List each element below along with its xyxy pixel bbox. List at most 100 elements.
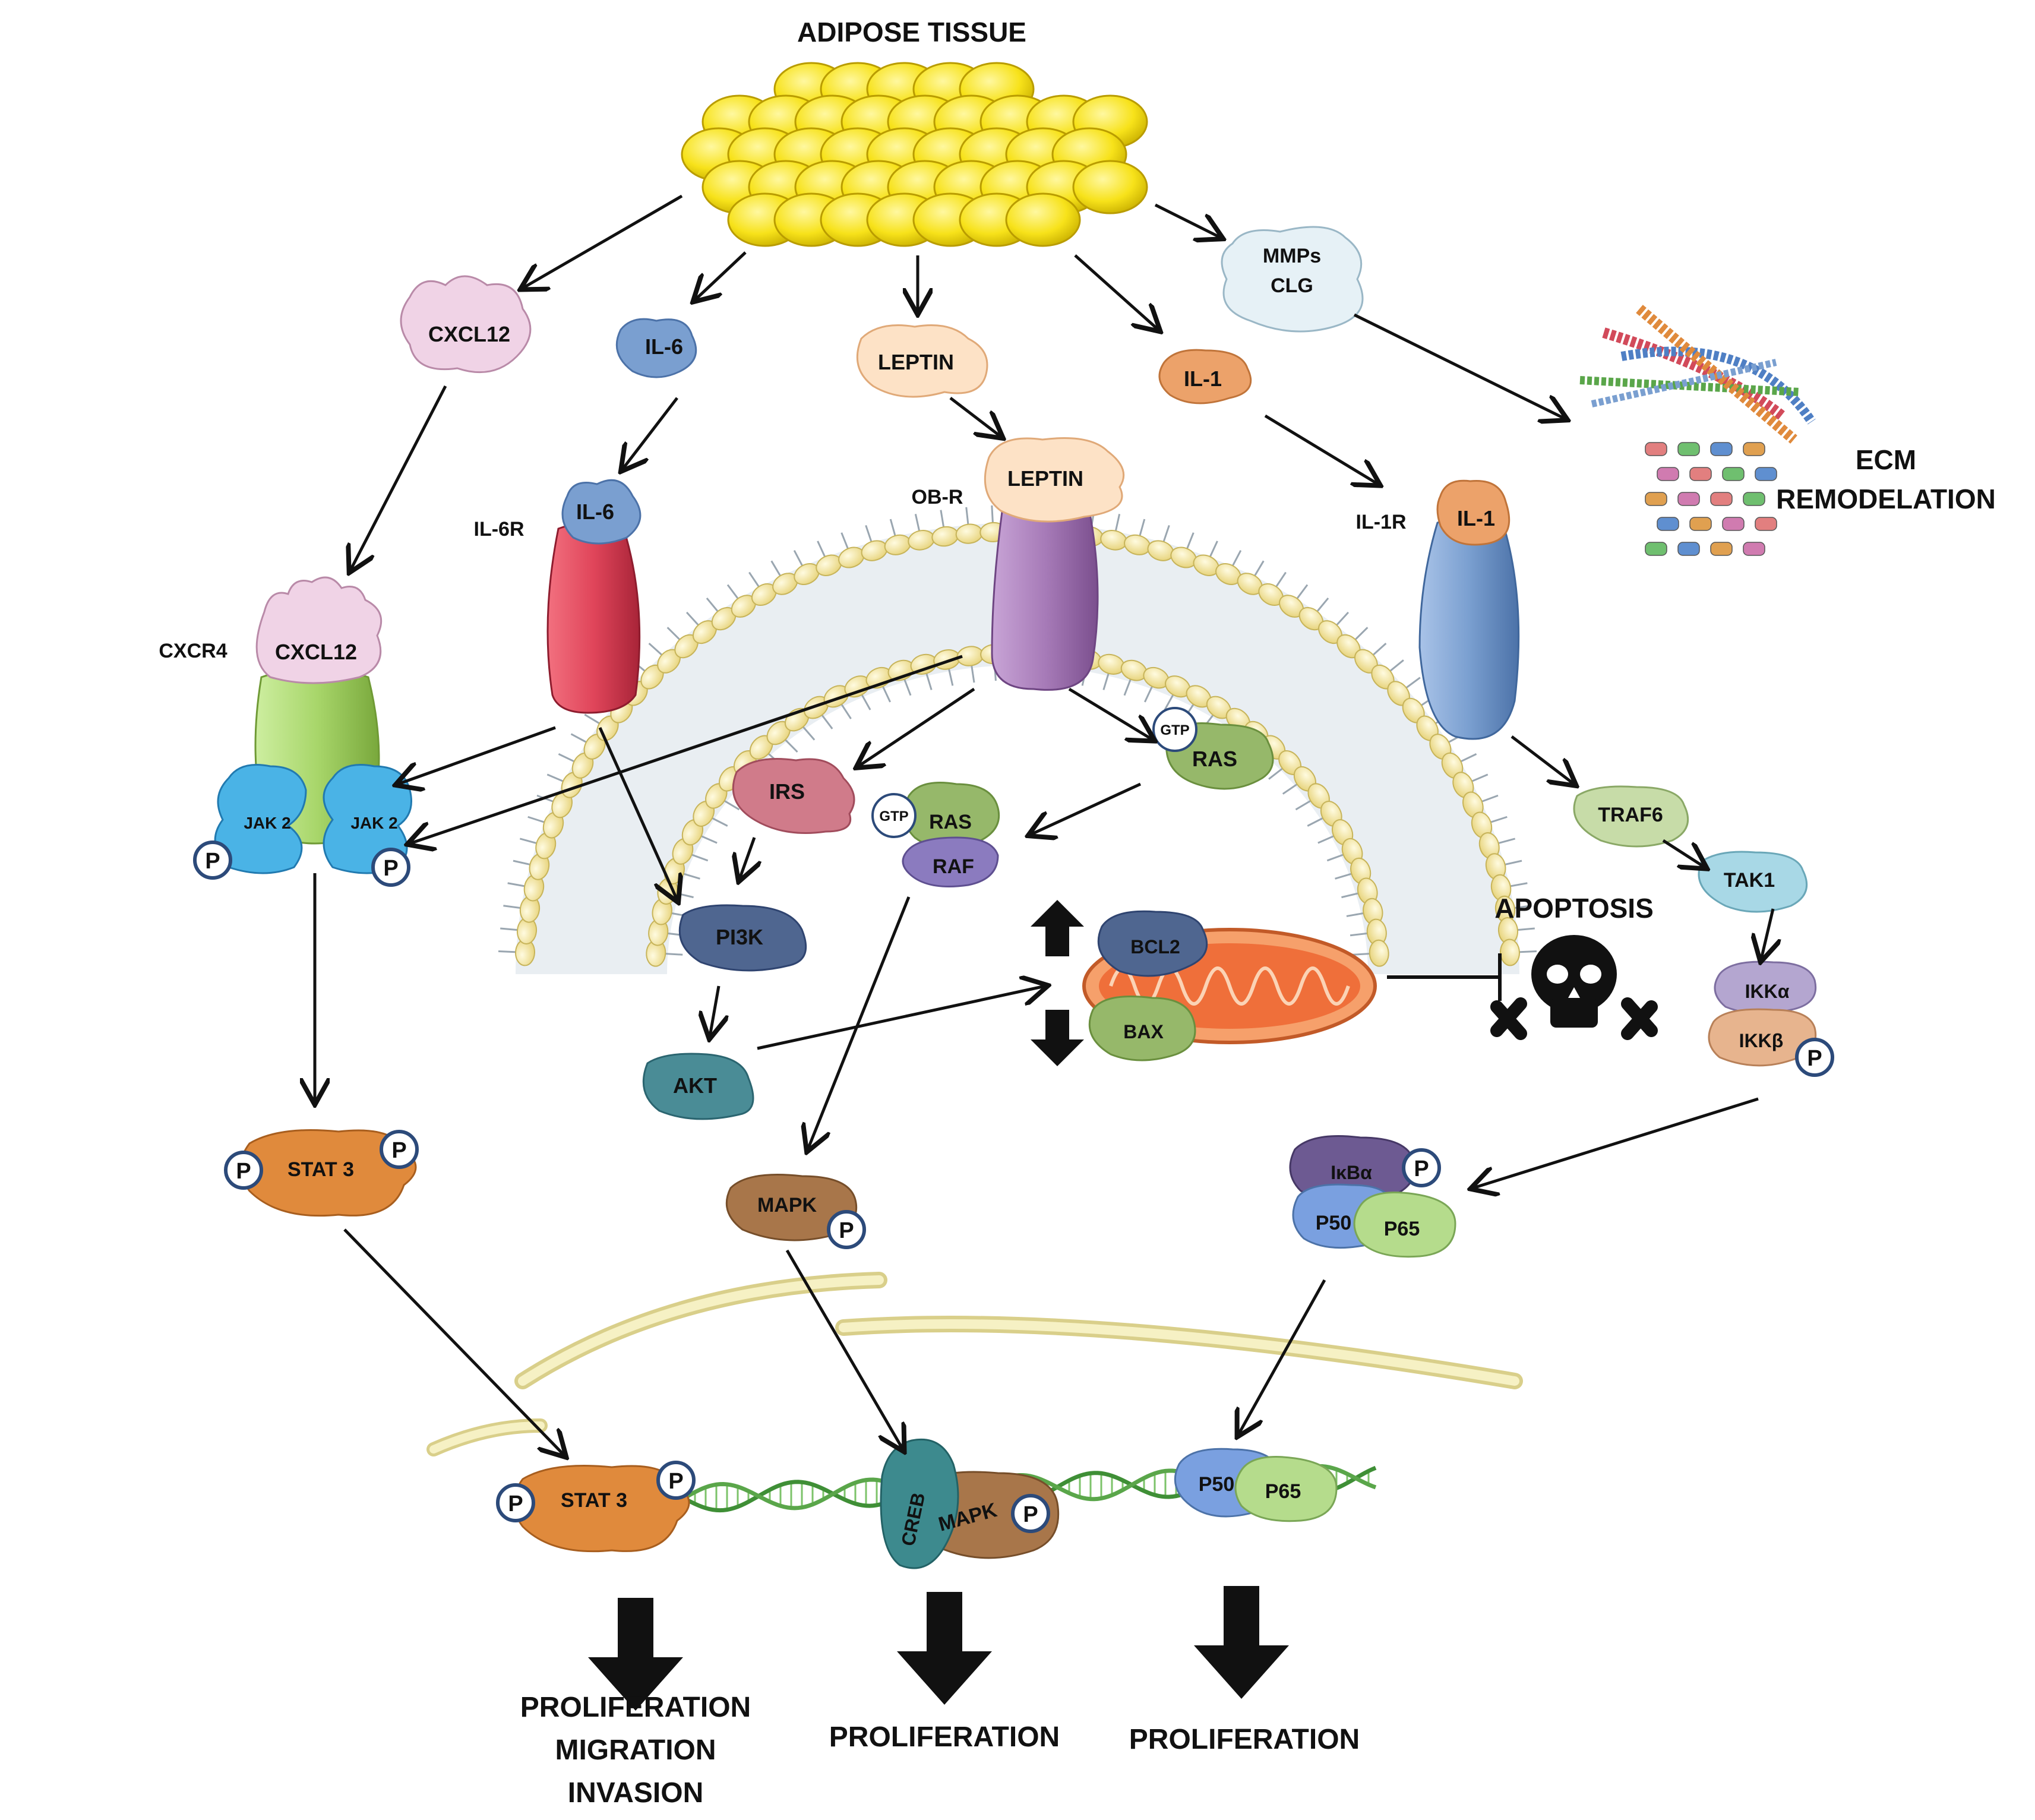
ras-raf-ras-label: RAS — [929, 811, 972, 833]
outcome-left-line1: PROLIFERATION — [520, 1692, 751, 1723]
gtp-label: GTP — [1160, 722, 1189, 738]
mmps-label: MMPs — [1263, 245, 1321, 267]
phosphate-label: P — [205, 849, 220, 874]
adipose-tissue-cluster — [681, 62, 1148, 247]
cxcr4-label: CXCR4 — [159, 640, 227, 662]
phosphate-badge: P — [1402, 1148, 1441, 1187]
phosphate-label: P — [668, 1469, 683, 1494]
p50-cyto-label: P50 — [1316, 1212, 1352, 1234]
cxcl12-label: CXCL12 — [428, 322, 510, 346]
creb-mapk-complex: CREB MAPK — [880, 1438, 1060, 1569]
leptin-secreted: LEPTIN — [856, 324, 988, 398]
phosphate-badge: P — [1795, 1038, 1834, 1077]
stat3-nuc-label: STAT 3 — [561, 1489, 627, 1512]
outcome-left-line3: INVASION — [568, 1777, 703, 1809]
il1-label: IL-1 — [1184, 366, 1222, 391]
il1r-label: IL-1R — [1356, 511, 1407, 533]
ras-membrane-label: RAS — [1192, 747, 1237, 771]
p50-nuc-label: P50 — [1199, 1473, 1235, 1496]
ecm-fibers-graphic — [1579, 305, 1816, 444]
tak1-protein: TAK1 — [1698, 851, 1808, 913]
bcl2-label: BCL2 — [1130, 936, 1180, 958]
phosphate-badges: P P P P P P P P P P — [193, 841, 1834, 1533]
phosphate-label: P — [508, 1492, 523, 1516]
raf-label: RAF — [933, 855, 974, 878]
akt-label: AKT — [673, 1073, 717, 1098]
ras-raf-complex: RAS RAF — [902, 782, 1000, 887]
phosphate-badge: P — [371, 848, 410, 887]
il1-secreted: IL-1 — [1158, 349, 1252, 405]
p50-p65-nucleus: P50 P65 — [1174, 1448, 1338, 1522]
obr-receptor: LEPTIN — [984, 437, 1125, 691]
phosphate-label: P — [1807, 1046, 1822, 1071]
phosphate-badge: P — [496, 1483, 535, 1522]
bax-protein: BAX — [1088, 996, 1196, 1061]
gtp-badge: GTP — [1152, 707, 1197, 752]
phosphate-badge: P — [193, 841, 232, 880]
outcome-middle: PROLIFERATION — [829, 1721, 1060, 1753]
nuclear-envelope — [426, 1272, 1523, 1456]
mapk-cytoplasm: MAPK — [725, 1174, 858, 1241]
irs-protein: IRS — [732, 758, 855, 834]
ikba-label: IκBα — [1331, 1162, 1372, 1183]
ikk-complex: IKKα IKKβ — [1708, 960, 1817, 1067]
jak2-left: JAK 2 — [214, 764, 307, 874]
outcome-arrow-middle — [897, 1592, 992, 1705]
ecm-fragments-graphic — [1645, 442, 1777, 556]
phosphate-badge: P — [827, 1210, 866, 1249]
phosphate-label: P — [383, 856, 398, 881]
phosphate-label: P — [839, 1218, 854, 1243]
mapk-cyto-label: MAPK — [757, 1194, 817, 1217]
il6r-receptor: IL-6 — [546, 479, 642, 714]
outcome-arrow-left — [588, 1598, 683, 1711]
il6-secreted: IL-6 — [615, 318, 697, 378]
gtp-badges: GTP GTP — [871, 707, 1197, 838]
ikba-nfkb-complex: IκBα P50 P65 — [1289, 1135, 1456, 1258]
ecm-remodelation-label: REMODELATION — [1776, 484, 1996, 514]
stat3-nucleus: STAT 3 — [513, 1465, 690, 1553]
pathway-arrows — [315, 194, 1773, 1455]
apoptosis-label: APOPTOSIS — [1494, 893, 1654, 924]
outcome-right: PROLIFERATION — [1129, 1724, 1360, 1755]
jak2-left-label: JAK 2 — [244, 814, 290, 832]
tak1-label: TAK1 — [1724, 869, 1775, 892]
cxcr4-ligand-label: CXCL12 — [275, 640, 357, 664]
ecm-label: ECM — [1856, 444, 1916, 475]
phosphate-label: P — [391, 1138, 406, 1163]
obr-ligand-label: LEPTIN — [1007, 466, 1083, 491]
traf6-label: TRAF6 — [1598, 804, 1663, 826]
pi3k-protein: PI3K — [678, 904, 807, 972]
obr-label: OB-R — [912, 486, 963, 508]
p65-nuc-label: P65 — [1265, 1480, 1301, 1503]
phosphate-label: P — [1023, 1502, 1038, 1527]
pi3k-label: PI3K — [716, 925, 763, 949]
inhibition-bar — [1387, 953, 1502, 1001]
outcome-arrow-right — [1194, 1586, 1289, 1699]
il6r-label: IL-6R — [474, 518, 524, 541]
il1r-receptor: IL-1 — [1418, 479, 1520, 740]
skull-crossbones-icon — [1490, 935, 1658, 1040]
phosphate-label: P — [236, 1159, 251, 1184]
il1r-ligand-label: IL-1 — [1457, 506, 1495, 530]
up-arrow-icon — [1031, 900, 1084, 956]
jak2-right: JAK 2 — [323, 764, 412, 874]
akt-protein: AKT — [642, 1053, 754, 1120]
bax-label: BAX — [1123, 1021, 1164, 1042]
il6r-ligand-label: IL-6 — [576, 500, 614, 524]
stat3-cyto-label: STAT 3 — [287, 1158, 354, 1181]
phosphate-badge: P — [224, 1151, 263, 1190]
jak2-right-label: JAK 2 — [350, 814, 397, 832]
gtp-badge: GTP — [871, 793, 917, 838]
leptin-label: LEPTIN — [878, 350, 954, 374]
adipose-tissue-title: ADIPOSE TISSUE — [797, 17, 1026, 48]
cxcl12-secreted: CXCL12 — [400, 275, 532, 374]
phosphate-badge: P — [1011, 1494, 1050, 1533]
phosphate-label: P — [1414, 1157, 1429, 1181]
outcome-left-line2: MIGRATION — [555, 1734, 716, 1766]
bcl2-protein: BCL2 — [1097, 910, 1208, 977]
phosphate-badge: P — [380, 1130, 419, 1169]
traf6-protein: TRAF6 — [1573, 785, 1689, 848]
down-arrow-icon — [1031, 1010, 1084, 1066]
